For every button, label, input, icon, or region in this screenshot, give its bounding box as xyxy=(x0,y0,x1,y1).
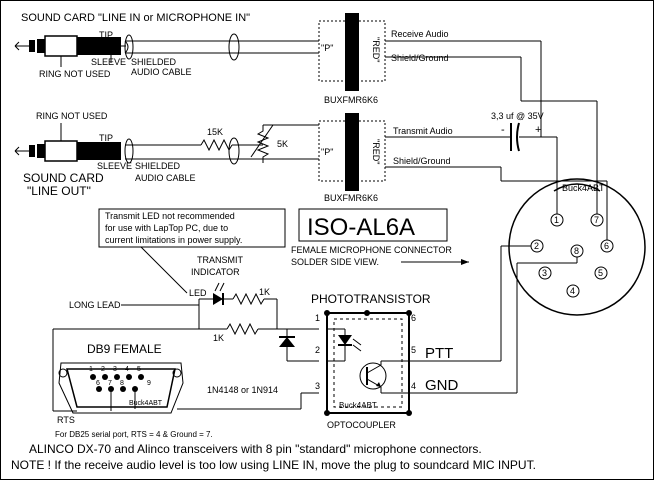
db9-pin-2: 2 xyxy=(101,366,105,373)
opto-pin-5: 5 xyxy=(411,345,416,355)
transformer-red-label-1: "RED" xyxy=(371,37,381,62)
sound-card-line-in-label: SOUND CARD "LINE IN or MICROPHONE IN" xyxy=(21,12,250,24)
connector-brand: Buck4ABT xyxy=(562,183,605,193)
pin-4-label: 4 xyxy=(570,286,575,296)
footer-line-1: ALINCO DX-70 and Alinco transceivers wit… xyxy=(29,442,482,456)
connector-caption-2: SOLDER SIDE VIEW. xyxy=(291,257,379,267)
resistor-15k xyxy=(200,138,233,152)
capacitor-plus-label: + xyxy=(535,124,541,136)
optocoupler: PHOTOTRANSISTOR 1 2 3 4 5 6 Buck4ABT O xyxy=(311,292,517,430)
line-in-plug xyxy=(14,35,126,57)
transmit-audio-label: Transmit Audio xyxy=(393,126,453,136)
db9-pin-7: 7 xyxy=(108,380,112,387)
led-note-line-1: Transmit LED not recommended xyxy=(105,211,235,221)
db9-pin-3: 3 xyxy=(113,366,117,373)
tip-label-2: TIP xyxy=(99,133,113,143)
footer-line-2: NOTE ! If the receive audio level is too… xyxy=(11,458,536,472)
capacitor: 3,3 uf @ 35V - + xyxy=(491,111,544,152)
sleeve-label-2: SLEEVE xyxy=(97,161,132,171)
opto-pin-3: 3 xyxy=(315,381,320,391)
line-out-section: RING NOT USED TIP SLEEVE SHIELDED AUDIO … xyxy=(14,111,319,198)
transformer-name-2: BUXFMR6K6 xyxy=(324,193,378,203)
ring-not-used-label-1: RING NOT USED xyxy=(39,69,111,79)
opto-pin-4: 4 xyxy=(411,381,416,391)
pin-6-label: 6 xyxy=(604,241,609,251)
indicator-label: INDICATOR xyxy=(191,267,240,277)
diode-label: 1N4148 or 1N914 xyxy=(207,385,278,395)
audio-cable-label-1: AUDIO CABLE xyxy=(131,67,192,77)
transformer-1: "P" "RED" BUXFMR6K6 xyxy=(318,13,386,105)
led-note-line-3: current limitations in power supply. xyxy=(105,235,242,245)
line-in-section: SOUND CARD "LINE IN or MICROPHONE IN" TI… xyxy=(14,12,319,79)
db9-pin-9: 9 xyxy=(147,380,151,387)
sleeve-label-1: SLEEVE xyxy=(91,57,126,67)
pin-1-label: 1 xyxy=(554,215,559,225)
resistor-15k-label: 15K xyxy=(207,127,223,137)
mic-connector: Buck4ABT 1 2 3 4 5 6 7 8 xyxy=(508,178,646,316)
ring-not-used-label-2: RING NOT USED xyxy=(36,111,108,121)
transformer-red-label-2: "RED" xyxy=(371,139,381,164)
capacitor-value-label: 3,3 uf @ 35V xyxy=(491,111,544,121)
db9-note: For DB25 serial port, RTS = 4 & Ground =… xyxy=(55,430,213,439)
led-circuit: TRANSMIT INDICATOR LED LONG LEAD 1K 1K 1… xyxy=(52,255,319,412)
resistor-1k-a-label: 1K xyxy=(259,287,270,297)
db9-pin-8: 8 xyxy=(120,380,124,387)
connector-title: ISO-AL6A xyxy=(307,214,415,241)
pin-3-label: 3 xyxy=(542,268,547,278)
pin-7-label: 7 xyxy=(594,215,599,225)
transformer-2: "P" "RED" BUXFMR6K6 xyxy=(318,113,386,203)
db9-connector: DB9 FEMALE 1 2 3 4 5 6 7 8 9 Buck4ABT RT… xyxy=(55,342,213,439)
pin-2-label: 2 xyxy=(534,241,539,251)
ptt-label: PTT xyxy=(425,345,453,362)
db9-pin-1: 1 xyxy=(89,366,93,373)
shielded-label-1: SHIELDED xyxy=(131,57,177,67)
db9-pin-4: 4 xyxy=(125,366,129,373)
tip-label-1: TIP xyxy=(99,30,113,40)
sound-card-label-2: SOUND CARD xyxy=(23,171,104,185)
shield-ground-label-1: Shield/Ground xyxy=(391,53,449,63)
opto-pin-6: 6 xyxy=(411,313,416,323)
pot-5k-label: 5K xyxy=(277,139,288,149)
optocoupler-subtitle: OPTOCOUPLER xyxy=(327,420,396,430)
transmit-label: TRANSMIT xyxy=(197,255,244,265)
db9-brand: Buck4ABT xyxy=(129,400,163,407)
connector-caption-1: FEMALE MICROPHONE CONNECTOR xyxy=(291,245,452,255)
transformer-p-label-2: "P" xyxy=(321,147,333,157)
optocoupler-title: PHOTOTRANSISTOR xyxy=(311,292,431,306)
resistor-1k-b-label: 1K xyxy=(213,333,224,343)
transformer-p-label-1: "P" xyxy=(321,43,333,53)
led-label: LED xyxy=(189,288,207,298)
opto-pin-1: 1 xyxy=(315,313,320,323)
shielded-label-2: SHIELDED xyxy=(135,161,181,171)
db9-title: DB9 FEMALE xyxy=(87,342,162,356)
gnd-label: GND xyxy=(425,377,459,394)
capacitor-minus-label: - xyxy=(501,124,505,136)
optocoupler-brand: Buck4ABT xyxy=(339,401,377,410)
potentiometer-5k xyxy=(256,125,270,163)
pin-8-label: 8 xyxy=(574,246,579,256)
rts-label: RTS xyxy=(57,415,75,425)
opto-pin-2: 2 xyxy=(315,345,320,355)
db9-pin-5: 5 xyxy=(137,366,141,373)
db9-pin-6: 6 xyxy=(96,380,100,387)
long-lead-label: LONG LEAD xyxy=(69,300,121,310)
transformer-name-1: BUXFMR6K6 xyxy=(324,95,378,105)
shield-ground-label-2: Shield/Ground xyxy=(393,156,451,166)
line-out-label: "LINE OUT" xyxy=(27,184,91,198)
pin-5-label: 5 xyxy=(598,268,603,278)
led-note-line-2: for use with LapTop PC, due to xyxy=(105,223,228,233)
audio-cable-label-2: AUDIO CABLE xyxy=(135,173,196,183)
line-out-plug xyxy=(14,140,121,162)
receive-audio-label: Receive Audio xyxy=(391,29,449,39)
